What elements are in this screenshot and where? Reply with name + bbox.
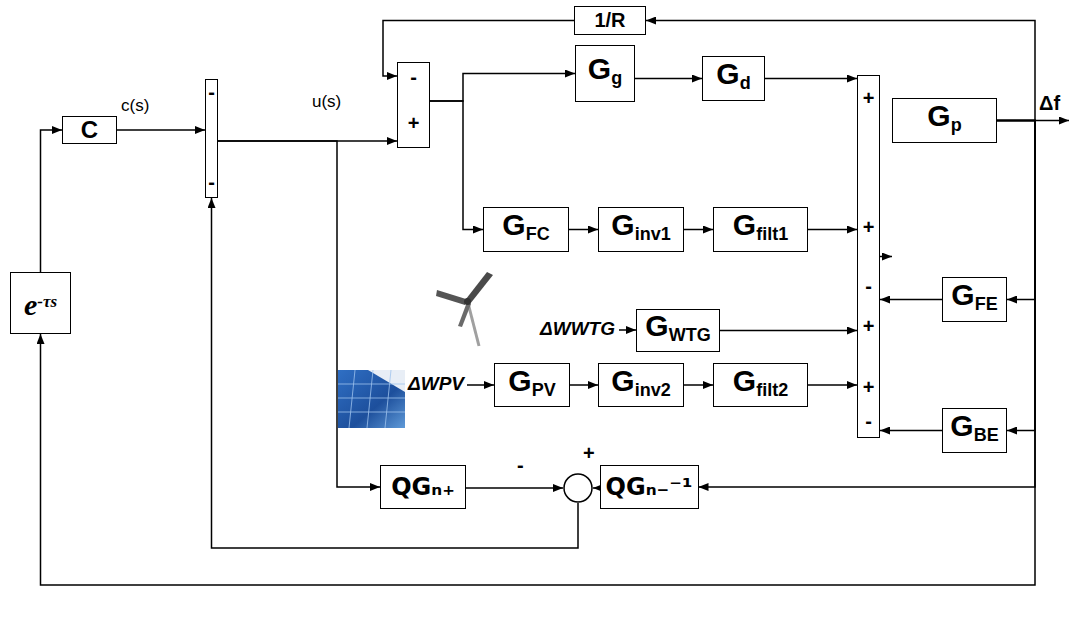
signal-label: c(s) xyxy=(121,96,149,116)
output-arrow xyxy=(1035,120,1069,122)
signal-arrow xyxy=(997,121,1035,431)
block-label: Gfilt2 xyxy=(733,366,788,405)
signal-arrow xyxy=(218,141,380,487)
sign-symbol: - xyxy=(206,82,217,102)
sign-symbol: + xyxy=(398,113,429,133)
sign-symbol: + xyxy=(583,443,595,463)
block-label: e-τs xyxy=(24,287,57,320)
signal-arrow xyxy=(117,129,205,131)
block-label: Ginv1 xyxy=(611,210,670,249)
block-label: Gd xyxy=(716,59,750,98)
block-label: Gp xyxy=(927,101,961,140)
pv-panel-icon xyxy=(338,370,405,428)
block-label: QGₙ₋⁻¹ xyxy=(606,473,693,501)
summing-junction: + + - + + - xyxy=(857,75,880,438)
transfer-block: Gd xyxy=(702,56,765,101)
signal-arrow xyxy=(720,330,857,332)
circle-outline xyxy=(563,473,593,503)
block-label: Ginv2 xyxy=(611,366,670,405)
output-label: Δf xyxy=(1039,92,1060,115)
signal-arrow xyxy=(880,256,892,258)
signal-arrow xyxy=(684,384,713,386)
transfer-block: GWTG xyxy=(636,309,720,352)
filter-block: QGₙ₊ xyxy=(380,465,466,509)
controller-box: C xyxy=(62,116,117,144)
input-label: ΔWPV xyxy=(408,373,464,395)
signal-arrow xyxy=(212,198,579,548)
transfer-block: Gg xyxy=(575,45,635,102)
signal-arrow xyxy=(808,229,857,231)
transfer-block: GPV xyxy=(494,363,570,407)
block-label: Gfilt1 xyxy=(733,210,788,249)
block-label: 1/R xyxy=(594,9,625,32)
block-label: GWTG xyxy=(645,311,710,350)
filter-block: QGₙ₋⁻¹ xyxy=(600,465,699,509)
transfer-block: Gfilt1 xyxy=(713,207,808,252)
block-label: GPV xyxy=(508,366,555,405)
signal-arrow xyxy=(430,101,483,230)
signal-arrow xyxy=(569,229,598,231)
sign-symbol: - xyxy=(858,276,879,296)
signal-arrow xyxy=(684,229,713,231)
signal-arrow xyxy=(997,121,1035,300)
wind-input-arrow xyxy=(619,329,636,331)
block-label: Gg xyxy=(588,54,622,93)
input-label: ΔWWTG xyxy=(540,318,615,340)
pv-input-arrow xyxy=(467,384,494,386)
signal-arrow xyxy=(880,299,942,301)
sign-symbol: + xyxy=(858,377,879,397)
summing-junction: -- xyxy=(205,79,218,198)
delay-block: e-τs xyxy=(10,272,71,334)
sign-symbol: - xyxy=(206,172,217,192)
sign-symbol: - xyxy=(398,67,429,87)
signal-arrow xyxy=(570,384,598,386)
signal-arrow xyxy=(466,487,563,489)
signal-label: u(s) xyxy=(312,92,341,112)
signal-arrow xyxy=(880,430,942,432)
transfer-block: GBE xyxy=(942,408,1007,453)
transfer-block: Gfilt2 xyxy=(713,363,808,407)
transfer-block: GFE xyxy=(942,277,1007,322)
block-label: GFE xyxy=(951,280,997,319)
wind-turbine-icon xyxy=(436,272,493,346)
transfer-block: Ginv2 xyxy=(598,363,684,407)
signal-arrow xyxy=(41,130,63,272)
signal-arrow xyxy=(41,121,1036,586)
sign-symbol: + xyxy=(858,217,879,237)
block-label: QGₙ₊ xyxy=(391,473,455,501)
transfer-block: Ginv1 xyxy=(598,207,684,252)
block-label: GFC xyxy=(502,210,549,249)
block-label: GBE xyxy=(950,411,998,450)
sign-symbol: - xyxy=(858,411,879,431)
block-label: C xyxy=(81,116,98,144)
summing-junction: -+ xyxy=(397,62,430,148)
signal-arrow xyxy=(635,78,702,80)
summing-circle: -+ xyxy=(563,473,593,503)
transfer-block: GFC xyxy=(483,207,569,252)
signal-arrow xyxy=(765,78,857,80)
gain-box: 1/R xyxy=(574,6,646,35)
signal-arrow xyxy=(808,384,857,386)
sign-symbol: + xyxy=(858,88,879,108)
sign-symbol: - xyxy=(517,455,524,475)
transfer-block: Gp xyxy=(892,98,997,143)
signal-arrow xyxy=(430,74,575,102)
sign-symbol: + xyxy=(858,316,879,336)
